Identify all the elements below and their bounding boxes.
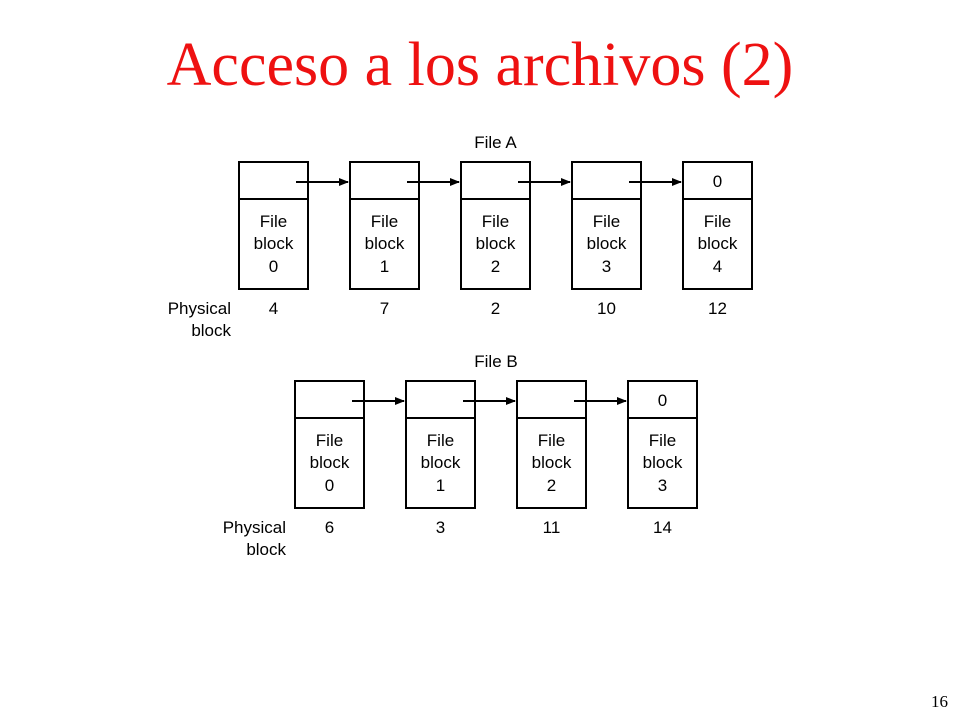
- file-block: File block 1: [349, 161, 420, 290]
- physical-block-number: 11: [543, 518, 561, 537]
- next-pointer-value: 0: [713, 172, 722, 191]
- file-block: File block 3: [571, 161, 642, 290]
- physical-label-line2: block: [246, 540, 286, 559]
- block-label-line2: block: [421, 453, 461, 472]
- file-chain-a: File AFileblock04Fileblock17Fileblock22F…: [168, 133, 753, 340]
- block-label-line1: File: [593, 212, 620, 231]
- block-label-line2: block: [532, 453, 572, 472]
- block-label-line1: File: [649, 431, 676, 450]
- block-box: [627, 380, 698, 509]
- block-box: [238, 161, 309, 290]
- block-label-line2: block: [365, 234, 405, 253]
- block-label-line1: File: [482, 212, 509, 231]
- file-block: File block 2: [516, 380, 587, 509]
- physical-block-number: 10: [597, 299, 616, 318]
- block-label-line1: File: [260, 212, 287, 231]
- file-block: File block 2: [460, 161, 531, 290]
- file-title: File A: [474, 133, 517, 152]
- physical-block-number: 12: [708, 299, 727, 318]
- block-label-line2: block: [476, 234, 516, 253]
- physical-label-line1: Physical: [168, 299, 231, 318]
- block-index: 1: [380, 257, 389, 276]
- block-label-line1: File: [427, 431, 454, 450]
- block-label-line1: File: [316, 431, 343, 450]
- file-block: File block 1: [405, 380, 476, 509]
- physical-block-number: 6: [325, 518, 334, 537]
- block-index: 3: [658, 476, 667, 495]
- physical-block-number: 4: [269, 299, 278, 318]
- block-label-line2: block: [587, 234, 627, 253]
- file-block: File block 0: [294, 380, 365, 509]
- block-box: [571, 161, 642, 290]
- physical-label-line2: block: [191, 321, 231, 340]
- block-box: [682, 161, 753, 290]
- physical-label-line1: Physical: [223, 518, 286, 537]
- block-box: [349, 161, 420, 290]
- page-number: 16: [931, 692, 948, 711]
- block-index: 0: [269, 257, 278, 276]
- block-box: [294, 380, 365, 509]
- block-label-line1: File: [371, 212, 398, 231]
- physical-block-number: 14: [653, 518, 672, 537]
- file-block: File block 0: [238, 161, 309, 290]
- block-box: [405, 380, 476, 509]
- block-index: 3: [602, 257, 611, 276]
- file-chain-b: File B File block 0 6 File block 1 3 File block 2 11…: [223, 352, 698, 559]
- block-label-line2: block: [698, 234, 738, 253]
- block-label-line2: block: [254, 234, 294, 253]
- physical-block-number: 2: [491, 299, 500, 318]
- block-index: 0: [325, 476, 334, 495]
- block-label-line1: File: [538, 431, 565, 450]
- block-label-line2: block: [643, 453, 683, 472]
- block-index: 1: [436, 476, 445, 495]
- block-index: 2: [491, 257, 500, 276]
- block-index: 2: [547, 476, 556, 495]
- slide-title: Acceso a los archivos (2): [166, 31, 794, 99]
- block-box: [516, 380, 587, 509]
- block-label-line1: File: [704, 212, 731, 231]
- block-index: 4: [713, 257, 722, 276]
- physical-block-number: 7: [380, 299, 389, 318]
- block-box: [460, 161, 531, 290]
- block-label-line2: block: [310, 453, 350, 472]
- file-title: File B: [474, 352, 517, 371]
- next-pointer-value: 0: [658, 391, 667, 410]
- physical-block-number: 3: [436, 518, 445, 537]
